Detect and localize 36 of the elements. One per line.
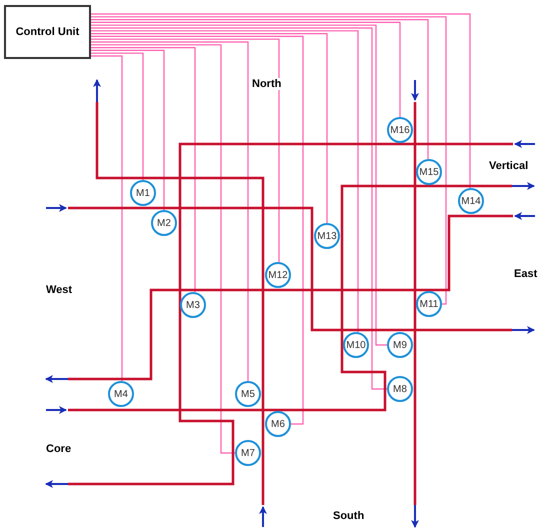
direction-label: Vertical	[488, 160, 530, 172]
module-circle: M4	[108, 381, 134, 407]
signal-line	[91, 19, 429, 159]
signal-line	[91, 33, 328, 223]
module-circle: M3	[180, 292, 206, 318]
module-circle: M6	[265, 411, 291, 437]
signal-line	[91, 44, 235, 454]
module-circle: M5	[235, 381, 261, 407]
signal-line	[91, 16, 447, 305]
module-circle: M2	[151, 210, 177, 236]
module-circle: M11	[416, 291, 442, 317]
module-circle: M13	[314, 223, 340, 249]
signal-line	[91, 52, 144, 180]
signal-line	[91, 41, 249, 381]
module-circle: M15	[416, 159, 442, 185]
direction-label: East	[513, 268, 538, 280]
direction-label: Core	[45, 443, 72, 455]
module-circle: M16	[387, 117, 413, 143]
module-circle: M7	[235, 440, 261, 466]
module-circle: M14	[458, 188, 484, 214]
module-circle: M10	[343, 332, 369, 358]
signal-line	[91, 50, 165, 210]
signal-line	[91, 47, 196, 292]
signal-line	[91, 36, 304, 425]
signal-line	[91, 55, 123, 381]
direction-label: North	[251, 78, 282, 90]
direction-label: West	[45, 284, 74, 296]
signal-line	[91, 13, 471, 188]
direction-label: South	[332, 510, 366, 522]
signal-line	[91, 38, 280, 262]
module-circle: M9	[387, 332, 413, 358]
module-circle: M12	[265, 262, 291, 288]
control-unit-box: Control Unit	[4, 5, 91, 59]
signal-line	[91, 22, 401, 117]
module-circle: M1	[130, 180, 156, 206]
module-circle: M8	[387, 376, 413, 402]
